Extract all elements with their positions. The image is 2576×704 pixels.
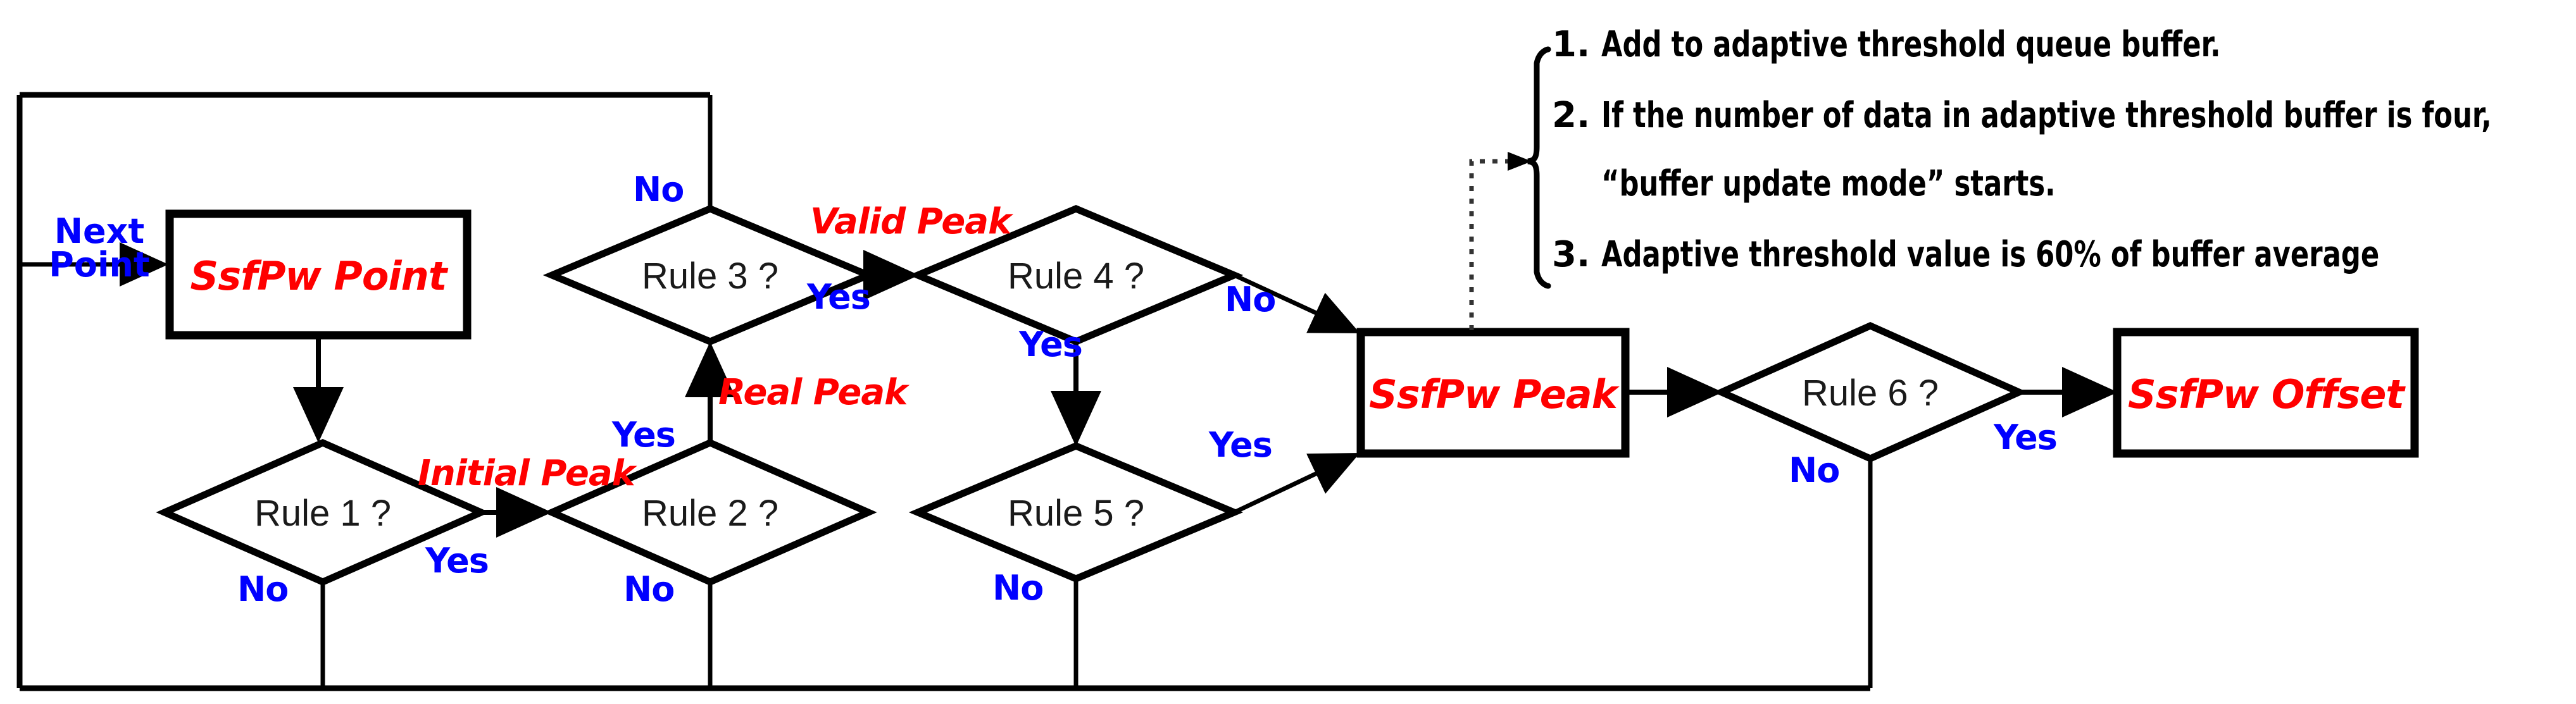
note-3-text: Adaptive threshold value is 60% of buffe… [1601,234,2380,275]
rule3-label: Rule 3 ? [641,256,779,297]
entry-label: Next Point [46,211,153,285]
arrow-rule5-yes-to-peak [1233,453,1360,515]
edge-label-rule2-no: No [623,569,675,609]
edge-label-rule1-yes: Yes [425,541,489,581]
note-2-text-line2: “buffer update mode” starts. [1601,163,2056,204]
dotted-arrowhead-icon [1508,152,1532,171]
rule6-label: Rule 6 ? [1801,373,1939,414]
notes-curly-brace-icon [1527,46,1551,289]
edge-label-rule5-yes: Yes [1209,425,1273,465]
edge-label-rule5-no: No [992,568,1044,608]
note-callout-dotted-line [1469,152,1532,330]
edge-label-rule3-yes: Yes [807,277,871,317]
edge-label-rule4-yes: Yes [1019,324,1083,364]
edge-label-rule1-no: No [237,569,289,609]
ssfpw-point-box [165,209,472,340]
note-2-text-line1: If the number of data in adaptive thresh… [1601,95,2492,136]
ssfpw-peak-label: SsfPw Peak [1369,371,1618,417]
edge-label-rule4-no: No [1225,280,1276,319]
ssfpw-offset-label: SsfPw Offset [2127,371,2404,417]
annotation-valid-peak: Valid Peak [810,201,1011,242]
edge-label-rule6-no: No [1789,450,1840,490]
rule5-label: Rule 5 ? [1007,493,1145,534]
note-3-number: 3. [1552,234,1591,275]
note-item-3: 3. Adaptive threshold value is 60% of bu… [1552,234,2571,275]
rule2-label: Rule 2 ? [641,493,779,534]
notes-list: 1. Add to adaptive threshold queue buffe… [1552,24,2571,275]
rule1-label: Rule 1 ? [254,493,392,534]
edge-label-rule2-yes: Yes [612,415,676,455]
rule4-label: Rule 4 ? [1007,256,1145,297]
note-item-2: 2. If the number of data in adaptive thr… [1552,95,2571,163]
note-1-number: 1. [1552,24,1591,65]
entry-label-line1: Next [54,211,145,251]
note-1-text: Add to adaptive threshold queue buffer. [1601,24,2221,65]
connector-arrows [20,242,2118,688]
edge-label-rule3-no: No [633,170,684,209]
feedback-loop-path [16,92,1870,691]
note-2-number: 2. [1552,95,1591,136]
note-item-2-continued: “buffer update mode” starts. [1552,163,2571,234]
ssfpw-point-label: SsfPw Point [190,253,447,299]
ssfpw-offset-box [2113,328,2419,458]
dotted-connector [1469,159,1508,330]
process-box-outlines [165,209,2419,458]
ssfpw-peak-box [1356,328,1630,458]
annotation-initial-peak: Initial Peak [418,453,635,494]
entry-label-line2: Point [49,244,150,285]
arrow-rule4-no-to-peak [1233,273,1360,333]
edge-label-rule6-yes: Yes [1994,417,2058,457]
note-item-1: 1. Add to adaptive threshold queue buffe… [1552,24,2571,95]
annotation-real-peak: Real Peak [718,372,908,413]
